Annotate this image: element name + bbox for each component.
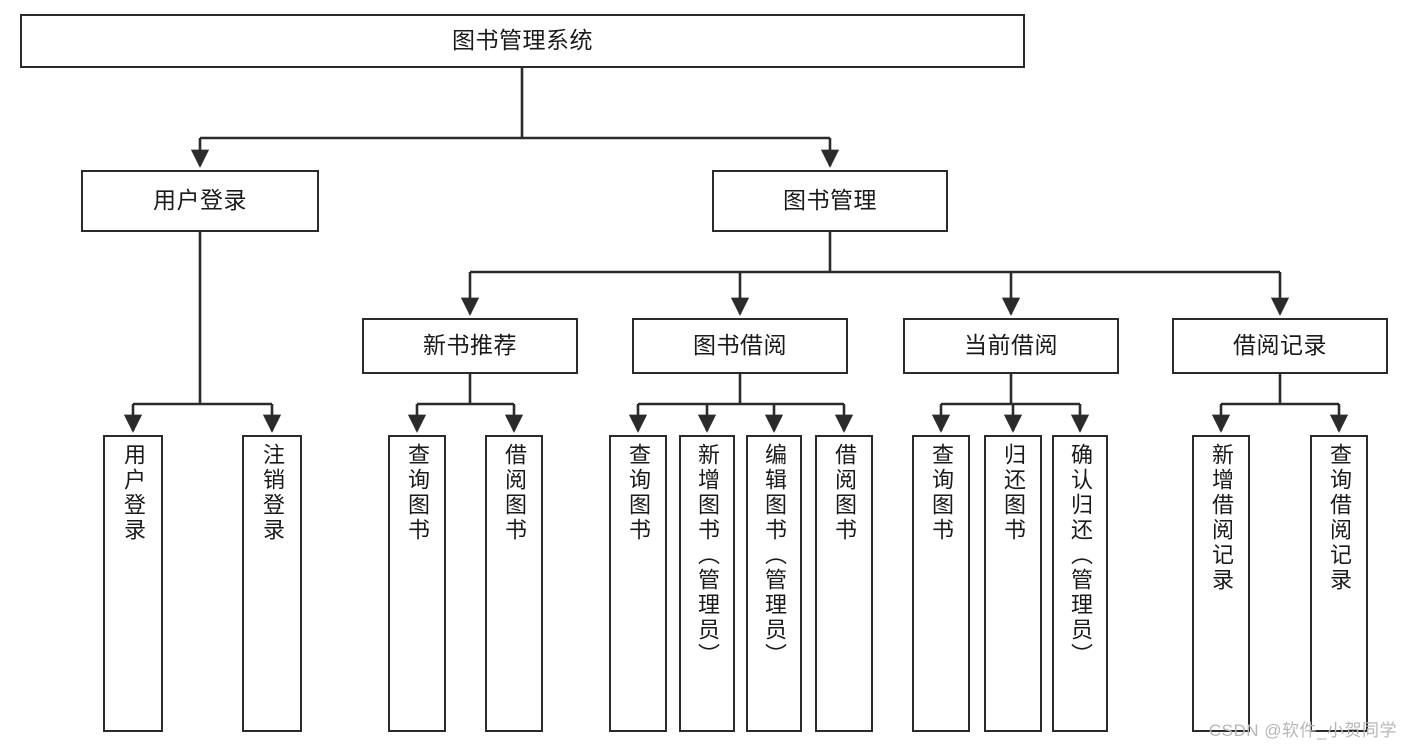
leaf-edit-book-admin[interactable]: 编辑图书（管理员） — [746, 435, 802, 732]
leaf-add-borrow-record[interactable]: 新增借阅记录 — [1192, 435, 1250, 732]
leaf-user-login[interactable]: 用户登录 — [103, 435, 163, 732]
leaf-query-book-borrow[interactable]: 查询图书 — [609, 435, 667, 732]
node-root-system[interactable]: 图书管理系统 — [20, 14, 1025, 68]
node-label: 查询图书 — [626, 443, 651, 543]
node-label: 新增图书（管理员） — [695, 443, 720, 668]
leaf-add-book-admin[interactable]: 新增图书（管理员） — [679, 435, 735, 732]
leaf-borrow-book-newbook[interactable]: 借阅图书 — [485, 435, 543, 732]
leaf-logout[interactable]: 注销登录 — [242, 435, 302, 732]
node-label: 确认归还（管理员） — [1068, 443, 1093, 668]
node-label: 借阅图书 — [502, 443, 527, 543]
node-book-management[interactable]: 图书管理 — [712, 170, 948, 232]
leaf-query-borrow-record[interactable]: 查询借阅记录 — [1310, 435, 1368, 732]
node-label: 图书借阅 — [693, 332, 787, 359]
node-label: 借阅记录 — [1233, 332, 1327, 359]
node-label: 借阅图书 — [832, 443, 857, 543]
leaf-query-book-current[interactable]: 查询图书 — [912, 435, 970, 732]
node-current-borrowing[interactable]: 当前借阅 — [903, 318, 1119, 374]
node-label: 查询图书 — [929, 443, 954, 543]
node-label: 当前借阅 — [964, 332, 1058, 359]
node-label: 新增借阅记录 — [1209, 443, 1234, 593]
node-borrowing-record[interactable]: 借阅记录 — [1172, 318, 1388, 374]
csdn-watermark: CSDN @软件_小贺同学 — [1208, 721, 1397, 740]
leaf-confirm-return-admin[interactable]: 确认归还（管理员） — [1052, 435, 1108, 732]
node-user-login[interactable]: 用户登录 — [81, 170, 319, 232]
node-label: 注销登录 — [260, 443, 285, 543]
leaf-borrow-book-borrow[interactable]: 借阅图书 — [815, 435, 873, 732]
node-label: 归还图书 — [1001, 443, 1026, 543]
node-book-borrowing[interactable]: 图书借阅 — [632, 318, 848, 374]
node-label: 查询图书 — [405, 443, 430, 543]
node-label: 图书管理系统 — [452, 27, 593, 54]
node-label: 图书管理 — [783, 187, 877, 214]
node-new-book-recommendation[interactable]: 新书推荐 — [362, 318, 578, 374]
leaf-query-book-newbook[interactable]: 查询图书 — [388, 435, 446, 732]
node-label: 用户登录 — [121, 443, 146, 543]
node-label: 编辑图书（管理员） — [762, 443, 787, 668]
node-label: 用户登录 — [153, 187, 247, 214]
node-label: 查询借阅记录 — [1327, 443, 1352, 593]
node-label: 新书推荐 — [423, 332, 517, 359]
leaf-return-book[interactable]: 归还图书 — [984, 435, 1042, 732]
